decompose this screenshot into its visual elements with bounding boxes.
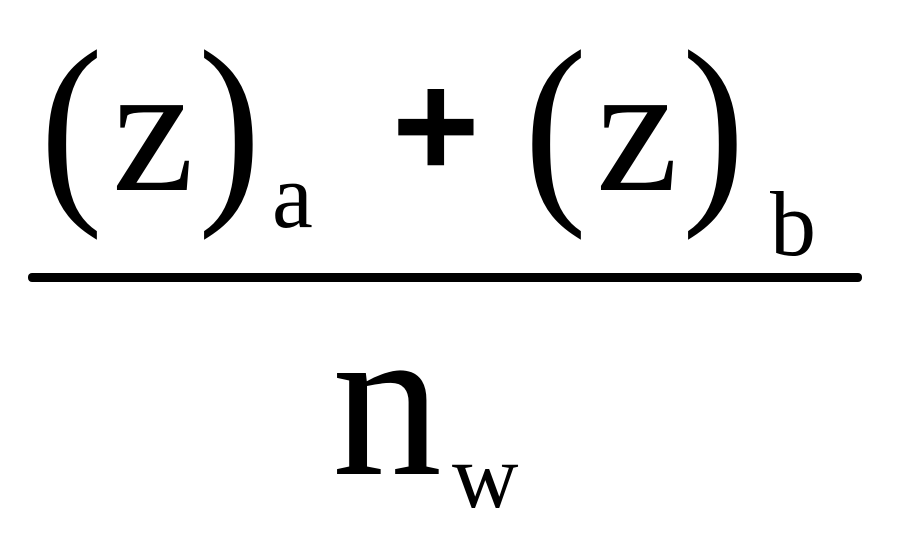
fraction-bar: [28, 273, 862, 282]
term-a-variable: z: [112, 26, 195, 231]
term-a-open-paren: (: [40, 9, 103, 241]
term-b-close-paren: ): [682, 9, 745, 241]
term-a-close-paren: ): [198, 9, 261, 241]
denominator-subscript: w: [452, 425, 519, 527]
term-b-open-paren: (: [524, 9, 587, 241]
denominator-variable: n: [332, 278, 442, 522]
term-b-variable: z: [596, 26, 679, 231]
term-a-subscript: a: [272, 145, 313, 247]
plus-operator: +: [392, 41, 480, 209]
term-b-subscript: b: [770, 173, 816, 275]
